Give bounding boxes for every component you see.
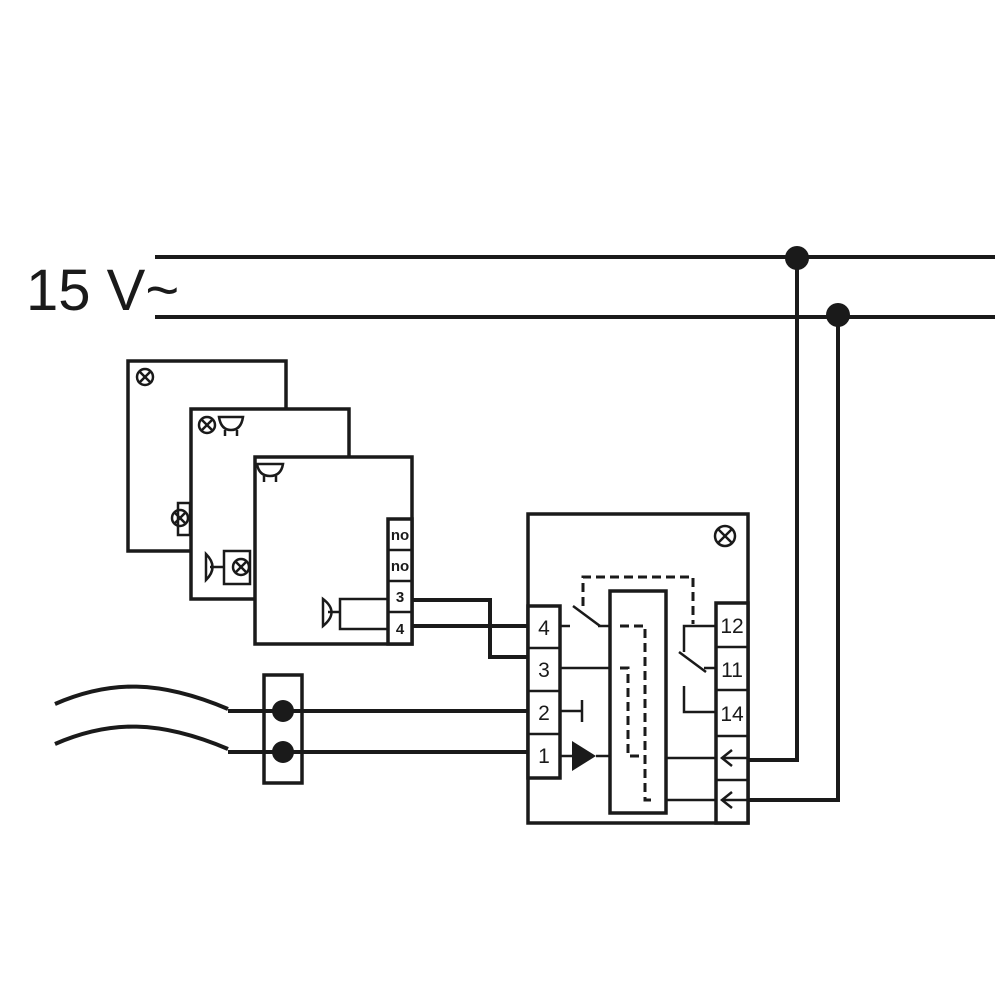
device-c-terminal-label: 4 [396, 621, 405, 638]
diode-triangle [572, 741, 596, 771]
relay-terminal-label: 2 [538, 702, 550, 725]
relay-terminal-label: 4 [538, 617, 550, 640]
lamp-icon [713, 524, 737, 548]
relay-module: 4 3 2 1 12 11 14 [526, 512, 750, 825]
device-c: no no 3 4 [253, 455, 414, 646]
lamp-icon [197, 415, 217, 435]
bell-icon [217, 415, 245, 436]
junction-dot [272, 741, 294, 763]
arrow-left-icon [719, 749, 748, 767]
device-c-terminal-label: no [391, 527, 409, 544]
wire-terminal-3 [412, 598, 528, 659]
bell-icon [255, 462, 285, 482]
device-c-terminal-strip: no no 3 4 [386, 517, 414, 646]
relay-terminal-label: 11 [721, 659, 743, 682]
relay-terminal-label: 1 [538, 745, 550, 768]
arrow-left-icon [719, 791, 748, 809]
relay-right-strip [714, 601, 750, 825]
device-c-terminal-label: 3 [396, 589, 404, 606]
supply-label: 15 V~ [26, 258, 179, 323]
junction-dot [272, 700, 294, 722]
feed-wire-1 [748, 258, 799, 762]
relay-terminal-label: 14 [720, 703, 744, 726]
relay-coil [608, 589, 668, 815]
terminal-block [262, 673, 304, 785]
device-c-terminal-label: no [391, 558, 409, 575]
relay-terminal-label: 3 [538, 659, 550, 682]
mains-wave-1 [54, 684, 229, 711]
lamp-icon [231, 557, 251, 577]
mains-wave-2 [54, 724, 229, 751]
relay-terminal-label: 12 [720, 615, 743, 638]
feed-wire-2 [748, 315, 840, 802]
lamp-icon [135, 367, 155, 387]
